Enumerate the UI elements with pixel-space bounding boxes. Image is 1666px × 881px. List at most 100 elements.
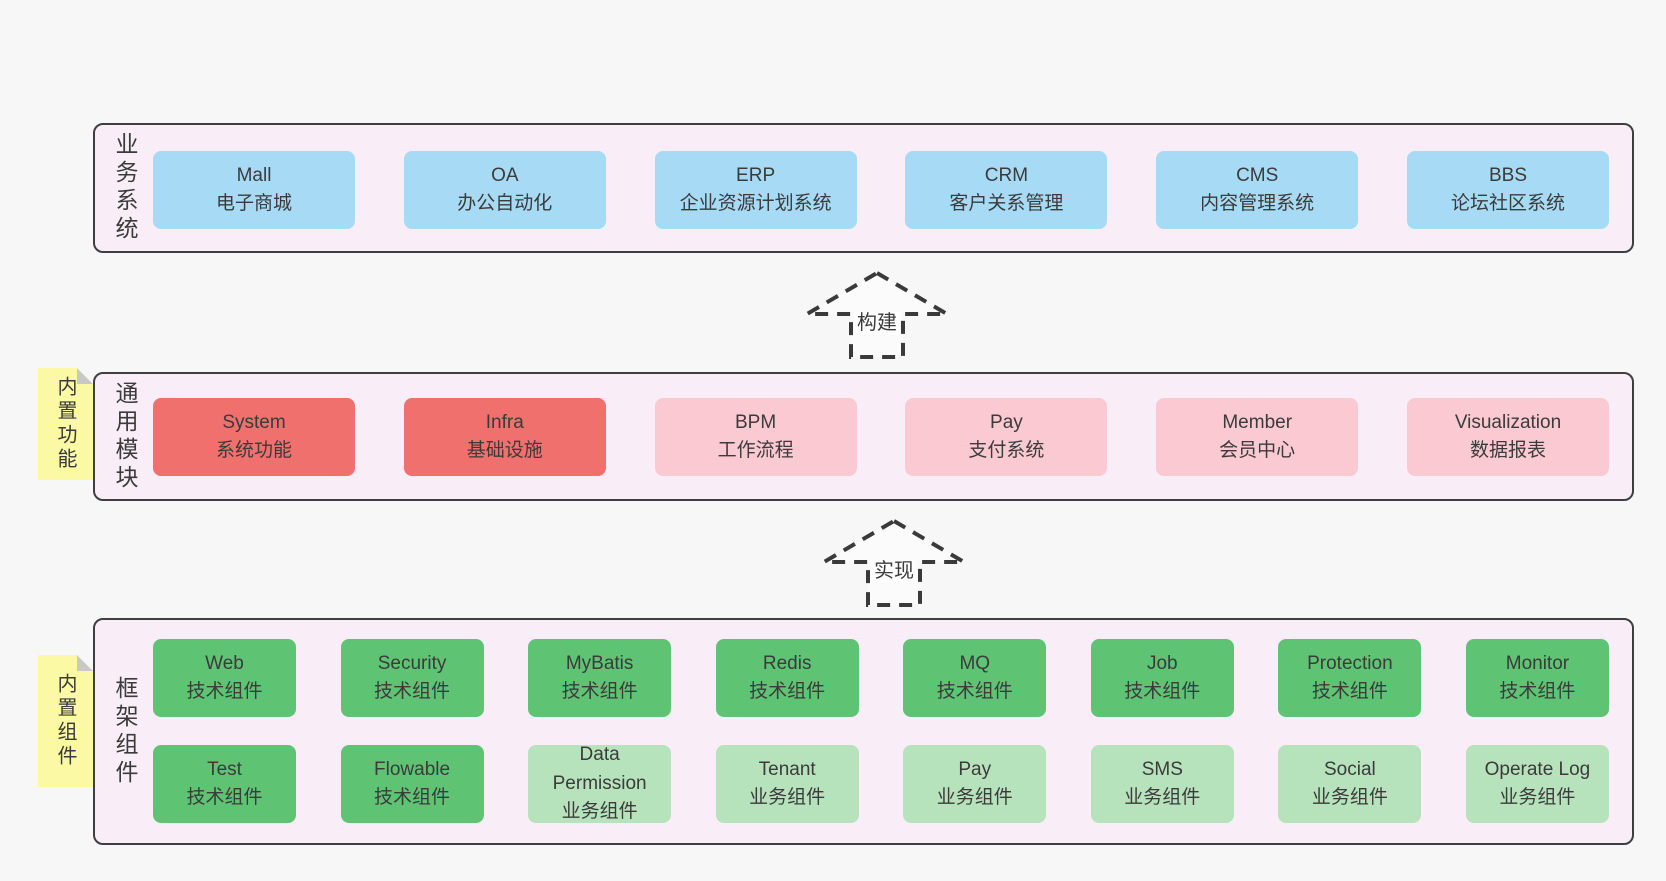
box-subtitle: 技术组件 — [936, 681, 1013, 702]
business-box-crm: CRM 客户关系管理 — [905, 151, 1108, 229]
framework-box-flowable: Flowable 技术组件 — [340, 745, 484, 823]
box-subtitle: 技术组件 — [374, 681, 451, 702]
box-title: Web — [205, 652, 244, 674]
box-subtitle: 技术组件 — [749, 681, 826, 702]
box-subtitle: 技术组件 — [186, 787, 263, 808]
box-title: Data Permission — [552, 744, 647, 794]
box-title: Pay — [990, 411, 1023, 433]
framework-components-row-1: Web 技术组件 Security 技术组件 MyBatis 技术组件 Redi… — [153, 639, 1609, 717]
box-title: BPM — [735, 411, 777, 433]
framework-box-social: Social 业务组件 — [1278, 745, 1422, 823]
framework-box-monitor: Monitor 技术组件 — [1465, 639, 1609, 717]
box-title: Infra — [485, 411, 524, 433]
sticky-note-builtin-features: 内置功能 — [38, 368, 93, 480]
build-arrow-label: 构建 — [854, 312, 900, 335]
box-title: Pay — [958, 758, 992, 780]
box-subtitle: 支付系统 — [968, 440, 1045, 461]
box-subtitle: 系统功能 — [215, 440, 292, 461]
box-subtitle: 技术组件 — [561, 681, 638, 702]
box-title: Test — [207, 758, 242, 780]
box-subtitle: 业务组件 — [1499, 787, 1576, 808]
folded-corner-icon — [77, 655, 93, 671]
module-box-visualization: Visualization 数据报表 — [1406, 398, 1609, 476]
module-box-bpm: BPM 工作流程 — [654, 398, 857, 476]
framework-box-protection: Protection 技术组件 — [1278, 639, 1422, 717]
box-subtitle: 办公自动化 — [457, 193, 553, 214]
folded-corner-icon — [77, 368, 93, 384]
build-arrow: 构建 — [804, 270, 950, 360]
box-subtitle: 基础设施 — [466, 440, 543, 461]
common-modules-row: System 系统功能 Infra 基础设施 BPM 工作流程 Pay 支付系统… — [153, 398, 1609, 476]
business-box-mall: Mall 电子商城 — [153, 151, 355, 229]
box-subtitle: 业务组件 — [936, 787, 1013, 808]
box-subtitle: 企业资源计划系统 — [679, 193, 832, 214]
box-title: Security — [377, 652, 447, 674]
box-title: Tenant — [758, 758, 816, 780]
framework-box-job: Job 技术组件 — [1090, 639, 1234, 717]
box-subtitle: 业务组件 — [749, 787, 826, 808]
box-subtitle: 技术组件 — [1124, 681, 1201, 702]
framework-box-data-permission: Data Permission 业务组件 — [528, 744, 672, 823]
box-subtitle: 工作流程 — [717, 440, 794, 461]
box-title: System — [222, 411, 286, 433]
box-subtitle: 业务组件 — [1124, 787, 1201, 808]
box-title: Visualization — [1454, 411, 1562, 433]
box-subtitle: 业务组件 — [1311, 787, 1388, 808]
box-title: Job — [1146, 652, 1178, 674]
box-title: OA — [491, 164, 519, 186]
framework-box-test: Test 技术组件 — [153, 745, 296, 823]
box-subtitle: 技术组件 — [1311, 681, 1388, 702]
box-title: Flowable — [374, 758, 451, 780]
framework-box-mq: MQ 技术组件 — [903, 639, 1047, 717]
box-subtitle: 客户关系管理 — [949, 193, 1064, 214]
business-box-bbs: BBS 论坛社区系统 — [1406, 151, 1609, 229]
framework-box-redis: Redis 技术组件 — [715, 639, 859, 717]
business-box-cms: CMS 内容管理系统 — [1156, 151, 1359, 229]
box-subtitle: 业务组件 — [561, 801, 638, 823]
framework-components-panel-label: 框架组件 — [112, 675, 138, 788]
box-title: Operate Log — [1484, 758, 1591, 780]
sticky-note-text: 内置功能 — [54, 376, 76, 472]
module-box-member: Member 会员中心 — [1156, 398, 1359, 476]
business-box-erp: ERP 企业资源计划系统 — [654, 151, 857, 229]
implement-arrow: 实现 — [821, 518, 967, 608]
common-modules-panel-label: 通用模块 — [112, 380, 138, 493]
box-title: SMS — [1141, 758, 1183, 780]
framework-box-pay: Pay 业务组件 — [903, 745, 1047, 823]
box-subtitle: 内容管理系统 — [1200, 193, 1315, 214]
box-subtitle: 技术组件 — [186, 681, 263, 702]
box-title: Mall — [236, 164, 272, 186]
implement-arrow-label: 实现 — [871, 560, 917, 583]
sticky-note-builtin-components: 内置组件 — [38, 655, 93, 787]
box-subtitle: 论坛社区系统 — [1450, 193, 1565, 214]
framework-components-panel: 框架组件 Web 技术组件 Security 技术组件 MyBatis 技术组件… — [93, 618, 1634, 845]
box-subtitle: 会员中心 — [1219, 440, 1296, 461]
box-subtitle: 技术组件 — [374, 787, 451, 808]
business-systems-row: Mall 电子商城 OA 办公自动化 ERP 企业资源计划系统 CRM 客户关系… — [153, 151, 1609, 229]
business-systems-panel-label: 业务系统 — [112, 132, 138, 244]
box-subtitle: 数据报表 — [1469, 440, 1546, 461]
box-title: MQ — [959, 652, 991, 674]
framework-box-tenant: Tenant 业务组件 — [715, 745, 859, 823]
box-title: BBS — [1488, 164, 1527, 186]
box-title: Member — [1222, 411, 1293, 433]
framework-box-web: Web 技术组件 — [153, 639, 296, 717]
business-box-oa: OA 办公自动化 — [403, 151, 606, 229]
box-title: CRM — [984, 164, 1029, 186]
box-title: Monitor — [1505, 652, 1570, 674]
framework-components-row-2: Test 技术组件 Flowable 技术组件 Data Permission … — [153, 744, 1609, 823]
box-title: MyBatis — [565, 652, 634, 674]
module-box-infra: Infra 基础设施 — [403, 398, 606, 476]
framework-box-security: Security 技术组件 — [340, 639, 484, 717]
module-box-system: System 系统功能 — [153, 398, 355, 476]
framework-box-sms: SMS 业务组件 — [1090, 745, 1234, 823]
box-subtitle: 技术组件 — [1499, 681, 1576, 702]
common-modules-panel: 通用模块 System 系统功能 Infra 基础设施 BPM 工作流程 Pay… — [93, 372, 1634, 501]
box-subtitle: 电子商城 — [215, 193, 292, 214]
framework-box-mybatis: MyBatis 技术组件 — [528, 639, 672, 717]
box-title: Protection — [1307, 652, 1393, 674]
business-systems-panel: 业务系统 Mall 电子商城 OA 办公自动化 ERP 企业资源计划系统 CRM… — [93, 123, 1634, 253]
box-title: ERP — [736, 164, 776, 186]
framework-box-operate-log: Operate Log 业务组件 — [1465, 745, 1609, 823]
